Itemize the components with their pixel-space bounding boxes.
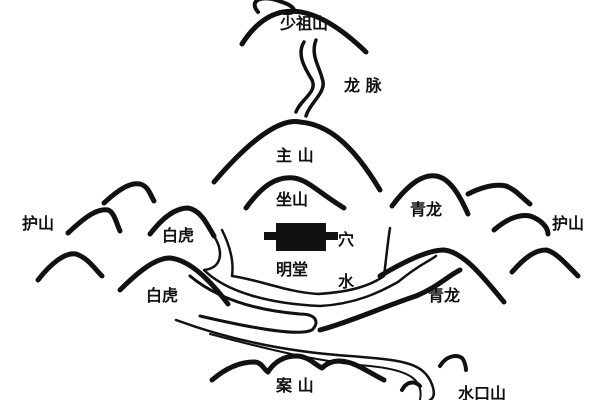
- label-anshan: 案 山: [276, 376, 314, 395]
- label-shui: 水: [338, 272, 355, 291]
- shui-outer-left: [188, 274, 318, 334]
- shuikoushan-ridge-1: [438, 354, 468, 372]
- label-hushan-right: 护山: [552, 214, 585, 233]
- hushan-left-2: [65, 207, 123, 236]
- label-qinglong-inner: 青龙: [410, 200, 443, 219]
- zhushan-ridge: [211, 119, 383, 193]
- label-mingtang: 明堂: [276, 260, 309, 279]
- label-baihu-outer: 白虎: [146, 286, 179, 305]
- shui-inner-left: [220, 226, 392, 296]
- longmai-vein-right: [304, 38, 325, 118]
- xue-building-icon: [264, 223, 338, 251]
- label-baihu-inner: 白虎: [162, 226, 195, 245]
- zuoshan-ridge: [243, 175, 347, 211]
- qinglong-inner-ridge: [389, 173, 471, 217]
- label-shuikoushan: 水口山: [458, 384, 507, 400]
- label-zuoshan: 坐山: [276, 190, 309, 209]
- label-shaozushan: 少祖山: [280, 14, 329, 33]
- label-qinglong-outer: 青龙: [428, 286, 461, 305]
- shui-outflow-2: [209, 333, 422, 400]
- shui-outflow: [174, 318, 435, 400]
- hushan-left-1: [101, 181, 157, 206]
- shui-inner-left-2: [202, 234, 438, 308]
- hushan-left-3: [35, 251, 105, 283]
- label-hushan-left: 护山: [22, 214, 55, 233]
- shuikoushan-ridge-2: [400, 380, 422, 392]
- label-zhushan: 主 山: [276, 146, 314, 165]
- baihu-inner-ridge: [147, 205, 217, 239]
- shui-outer-right: [317, 267, 463, 333]
- baihu-outer-ridge: [117, 255, 231, 307]
- label-longmai: 龙 脉: [344, 76, 382, 95]
- hushan-right-2: [491, 213, 551, 237]
- anshan-ridge: [209, 353, 387, 383]
- hushan-right-1: [465, 182, 533, 207]
- qinglong-outer-ridge: [377, 247, 507, 305]
- hushan-right-3: [509, 247, 581, 279]
- label-xue: 穴: [338, 230, 355, 249]
- longmai-vein-left: [294, 40, 315, 114]
